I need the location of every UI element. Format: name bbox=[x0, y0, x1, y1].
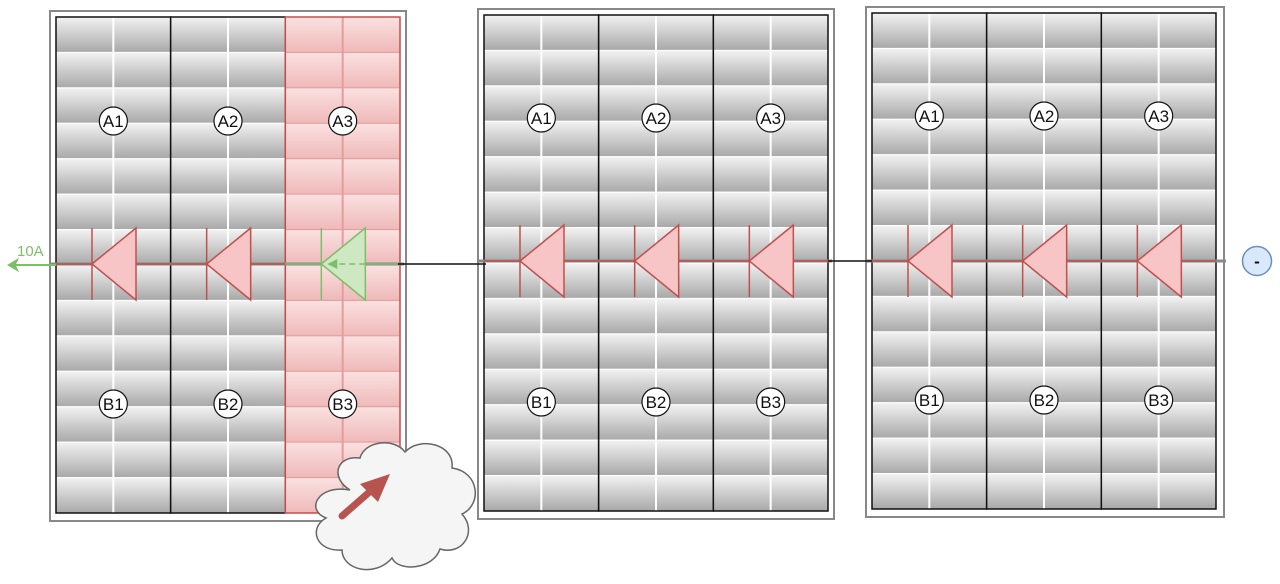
cell-label-top: A2 bbox=[218, 112, 239, 131]
negative-terminal[interactable]: - bbox=[1241, 245, 1273, 277]
label-circle bbox=[1029, 101, 1059, 131]
current-label: 10A bbox=[17, 243, 44, 260]
cell-label-bottom: B2 bbox=[1034, 391, 1055, 410]
bypass-diode-active-icon bbox=[285, 226, 400, 302]
label-circle bbox=[1144, 385, 1174, 415]
cell-label-bottom: B1 bbox=[103, 395, 124, 414]
label-circle bbox=[1144, 101, 1174, 131]
bypass-diode-icon bbox=[484, 223, 599, 299]
label-circle bbox=[756, 387, 786, 417]
cell-label-top: A1 bbox=[919, 107, 940, 126]
terminal-label: - bbox=[1254, 252, 1260, 271]
column-border bbox=[712, 14, 829, 512]
label-circle bbox=[328, 389, 358, 419]
label-circle bbox=[526, 387, 556, 417]
label-circle bbox=[641, 103, 671, 133]
current-flow-arrow bbox=[7, 257, 56, 273]
cloud-icon bbox=[315, 442, 476, 571]
bypass-diode-icon bbox=[170, 226, 286, 302]
cell-label-top: A3 bbox=[760, 109, 781, 128]
cell-label-bottom: B1 bbox=[531, 393, 552, 412]
bypass-diode-icon bbox=[713, 223, 828, 299]
cell-label-top: A3 bbox=[1148, 107, 1169, 126]
bypass-diode-icon bbox=[1101, 223, 1216, 299]
label-circle bbox=[213, 389, 243, 419]
bypass-diode-icon bbox=[598, 223, 714, 299]
cell-label-top: A1 bbox=[531, 109, 552, 128]
label-circle bbox=[213, 106, 243, 136]
cell-label-top: A2 bbox=[646, 109, 667, 128]
bypass-diode-icon bbox=[872, 223, 987, 299]
cell-label-top: A2 bbox=[1034, 107, 1055, 126]
bypass-diode-icon bbox=[986, 223, 1102, 299]
sun-ray-arrow-icon bbox=[338, 474, 390, 520]
label-circle bbox=[1029, 385, 1059, 415]
label-circle bbox=[641, 387, 671, 417]
cell-label-bottom: B2 bbox=[218, 395, 239, 414]
label-circle bbox=[98, 389, 128, 419]
cell-label-bottom: B3 bbox=[760, 393, 781, 412]
cell-label-bottom: B3 bbox=[1148, 391, 1169, 410]
cell-label-bottom: B3 bbox=[332, 395, 353, 414]
label-circle bbox=[914, 101, 944, 131]
label-circle bbox=[328, 106, 358, 136]
cell-label-bottom: B2 bbox=[646, 393, 667, 412]
bypass-diode-icon bbox=[56, 226, 171, 302]
cell-label-bottom: B1 bbox=[919, 391, 940, 410]
label-circle bbox=[526, 103, 556, 133]
cell-label-top: A1 bbox=[103, 112, 124, 131]
cell-label-top: A3 bbox=[332, 112, 353, 131]
label-circle bbox=[98, 106, 128, 136]
label-circle bbox=[914, 385, 944, 415]
label-circle bbox=[756, 103, 786, 133]
